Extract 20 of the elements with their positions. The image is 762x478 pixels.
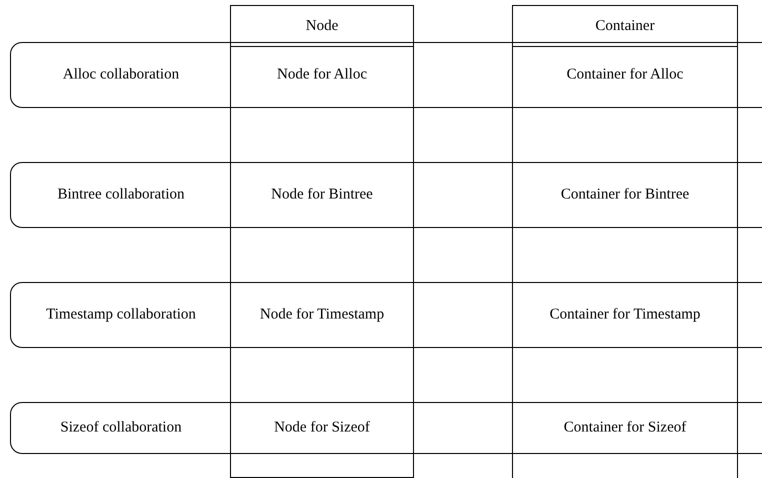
role-label: Node for Sizeof — [274, 420, 370, 436]
band-label: Sizeof collaboration — [59, 420, 183, 436]
role-label: Container for Sizeof — [564, 420, 686, 436]
collaboration-band — [10, 162, 762, 228]
lifeline-column — [230, 5, 414, 478]
band-label: Bintree collaboration — [56, 186, 186, 204]
band-label: Timestamp collaboration — [45, 306, 197, 324]
lifeline-column — [512, 5, 738, 478]
role-label: Container for Bintree — [560, 186, 690, 204]
role-label: Container for Alloc — [566, 66, 684, 84]
collaboration-band — [10, 42, 762, 108]
role-label: Node for Timestamp — [260, 306, 384, 324]
role-label: Container for Timestamp — [550, 306, 700, 324]
role-label: Node for Alloc — [277, 66, 367, 84]
collaboration-band — [10, 282, 762, 348]
role-label: Node for Bintree — [271, 186, 373, 204]
collaboration-band — [10, 402, 762, 454]
band-label: Alloc collaboration — [62, 66, 180, 84]
column-heading: Node — [304, 18, 340, 35]
column-heading: Container — [594, 18, 656, 35]
